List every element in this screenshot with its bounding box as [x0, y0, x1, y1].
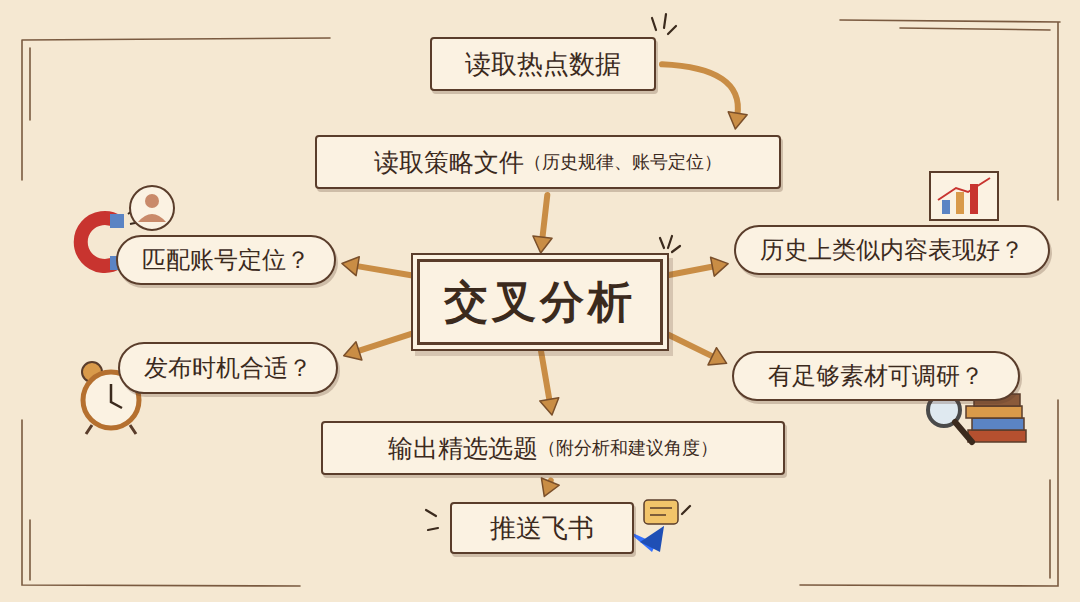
- node-label: 输出精选选题: [388, 432, 538, 465]
- flow-arrow: [540, 351, 559, 415]
- process-box: 读取热点数据: [430, 37, 656, 91]
- flow-arrow: [344, 334, 412, 360]
- arrow-shaft: [662, 64, 738, 115]
- flow-arrow: [533, 195, 552, 253]
- arrow-shaft: [668, 335, 714, 357]
- flow-arrow: [541, 478, 559, 496]
- node-label: 读取策略文件: [374, 146, 524, 179]
- process-box: 推送飞书: [450, 502, 634, 554]
- flow-arrow: [669, 257, 728, 276]
- analysis-box: 交叉分析: [417, 259, 663, 345]
- frame-lines: [22, 20, 1060, 586]
- arrow-shaft: [357, 334, 411, 352]
- arrow-head: [344, 342, 362, 360]
- arrow-shaft: [669, 266, 714, 275]
- question-bubble: 有足够素材可调研？: [732, 351, 1020, 401]
- arrow-head: [541, 478, 559, 496]
- chart-icon: [930, 172, 998, 220]
- arrow-shaft: [542, 195, 547, 239]
- arrow-head: [708, 348, 727, 365]
- flow-arrow: [662, 64, 747, 129]
- flow-arrow: [668, 335, 726, 365]
- magnifier-icon: [928, 394, 972, 442]
- flow-arrow: [342, 257, 411, 276]
- node-note: （历史规律、账号定位）: [524, 150, 722, 174]
- arrow-shaft: [541, 351, 550, 401]
- arrow-head: [728, 112, 747, 129]
- arrow-head: [711, 257, 729, 276]
- process-box: 读取策略文件（历史规律、账号定位）: [315, 135, 781, 189]
- process-box: 输出精选选题（附分析和建议角度）: [321, 421, 785, 475]
- arrow-head: [342, 257, 359, 276]
- node-label: 发布时机合适？: [144, 352, 312, 384]
- node-label: 交叉分析: [444, 273, 636, 332]
- question-bubble: 历史上类似内容表现好？: [734, 225, 1050, 275]
- node-label: 匹配账号定位？: [142, 244, 310, 276]
- node-label: 读取热点数据: [465, 47, 621, 82]
- arrow-head: [540, 398, 559, 415]
- question-bubble: 匹配账号定位？: [116, 235, 336, 285]
- books-icon: [966, 394, 1026, 442]
- question-bubble: 发布时机合适？: [118, 342, 338, 394]
- node-note: （附分析和建议角度）: [538, 436, 718, 460]
- node-label: 有足够素材可调研？: [768, 360, 984, 392]
- person-icon: [130, 186, 174, 230]
- arrow-head: [533, 236, 552, 253]
- node-label: 历史上类似内容表现好？: [760, 234, 1024, 266]
- node-label: 推送飞书: [490, 511, 594, 546]
- arrow-shaft: [356, 266, 411, 275]
